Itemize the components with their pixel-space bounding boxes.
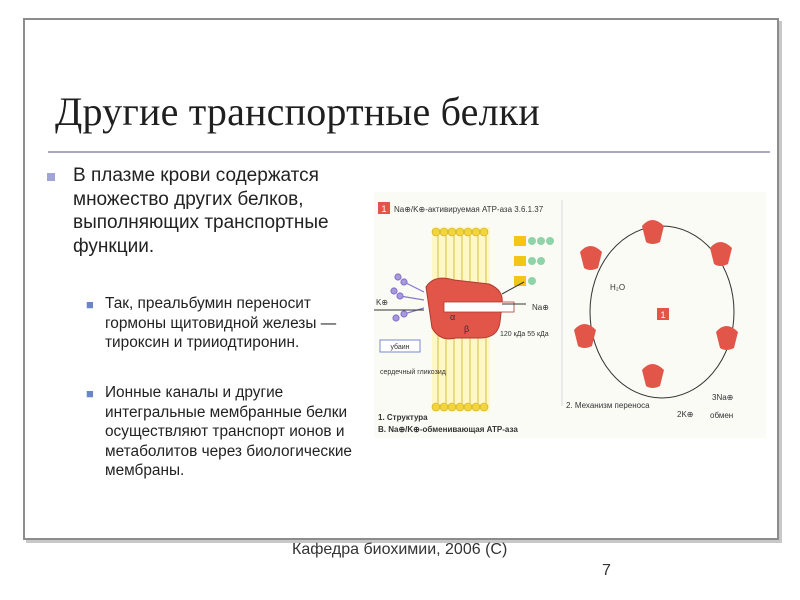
- exchange-na-label: 3Na⊕: [712, 393, 733, 402]
- atp-boxes: [514, 236, 554, 286]
- main-bullet-text: В плазме крови содержатся множество друг…: [73, 165, 329, 257]
- glycoside-label: сердечный гликозид: [380, 368, 446, 376]
- figure-header: Na⊕/K⊕-активируемая АТР-аза 3.6.1.37: [394, 205, 544, 214]
- page-number: 7: [602, 562, 611, 579]
- na-ion-label: Na⊕: [532, 303, 549, 312]
- alpha-label: α: [450, 312, 455, 322]
- cycle-states: [574, 220, 738, 388]
- beta-label: β: [464, 324, 469, 334]
- bottom-caption: В. Na⊕/K⊕-обменивающая АТР-аза: [378, 425, 518, 434]
- sub-bullet-text-2: Ионные каналы и другие интегральные мемб…: [105, 384, 352, 479]
- exchange-label: обмен: [710, 411, 733, 420]
- kda-label: 120 кДа 55 кДа: [500, 331, 549, 338]
- glycan-chains: [390, 273, 425, 322]
- sub-bullet-icon: ■: [86, 386, 94, 401]
- footer-text: Кафедра биохимии, 2006 (С): [292, 541, 508, 558]
- square-bullet-icon: [47, 173, 55, 181]
- channel: [443, 301, 515, 313]
- title-divider: [48, 151, 770, 153]
- slide-title: Другие транспортные белки: [55, 89, 540, 134]
- structure-caption: 1. Структура: [378, 413, 428, 422]
- mechanism-caption: 2. Механизм переноса: [566, 401, 650, 410]
- sub-bullet-icon: ■: [86, 297, 94, 312]
- exchange-k-label: 2K⊕: [677, 410, 694, 419]
- figure-number: 1: [381, 204, 386, 214]
- h2o-label: H₂O: [610, 283, 625, 292]
- ouabain-label: убаин: [390, 343, 409, 351]
- atpase-figure: 1 Na⊕/K⊕-активируемая АТР-аза 3.6.1.37 α…: [374, 192, 766, 438]
- k-ion-label: K⊕: [376, 298, 388, 307]
- cycle-number: 1: [660, 310, 665, 320]
- arrows: [374, 281, 526, 311]
- sub-bullet-text-1: Так, преальбумин переносит гормоны щитов…: [105, 295, 337, 351]
- figure-number-box: [378, 202, 390, 214]
